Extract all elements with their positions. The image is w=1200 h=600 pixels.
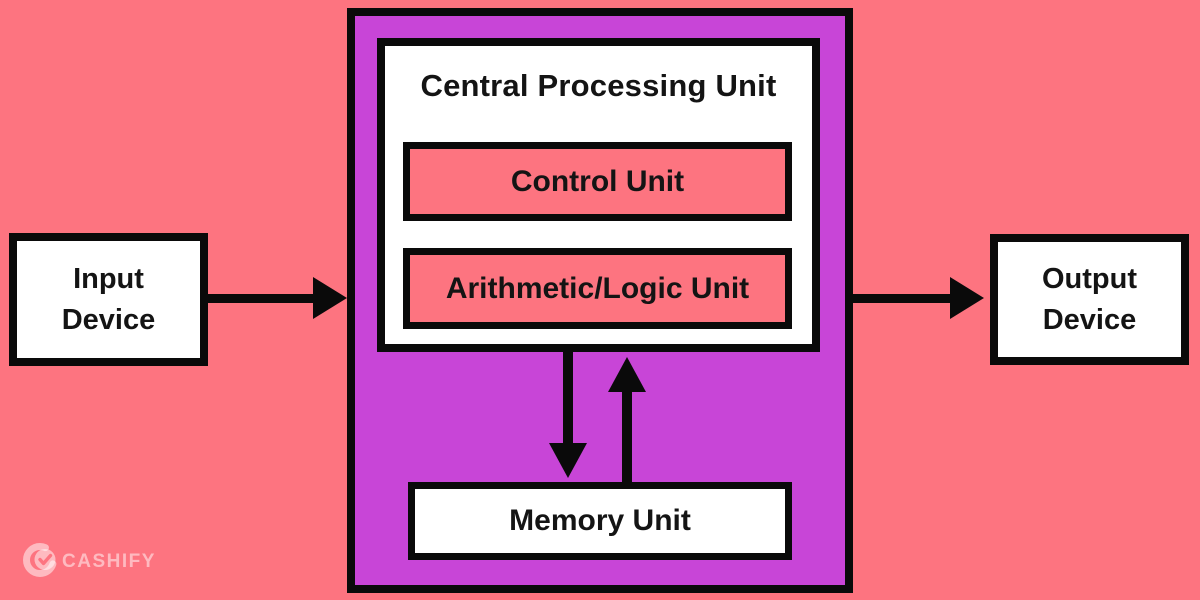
output-device-label: Output Device [1041, 263, 1137, 336]
cashify-logo-text: CASHIFY [62, 551, 156, 572]
arrow-cpu-to-output-head [950, 277, 984, 319]
arithmetic-logic-unit-box: Arithmetic/Logic Unit [403, 248, 792, 329]
input-device-box: Input Device [9, 233, 208, 366]
memory-unit-box: Memory Unit [408, 482, 792, 560]
control-unit-label: Control Unit [510, 164, 685, 198]
cpu-title-label: Central Processing Unit [420, 68, 777, 103]
arrow-memory-to-cpu-shaft [622, 391, 632, 482]
arrow-memory-to-cpu-head [608, 357, 646, 392]
output-device-box: Output Device [990, 234, 1189, 365]
memory-unit-label: Memory Unit [509, 504, 691, 537]
input-device-label: Input Device [61, 263, 156, 336]
arrow-input-to-cpu-head [313, 277, 347, 319]
cashify-logo: CASHIFY [23, 543, 156, 577]
arrow-input-to-cpu-shaft [208, 294, 315, 303]
arrow-cpu-to-memory-head [549, 443, 587, 478]
arrow-cpu-to-memory-shaft [563, 352, 573, 444]
cpu-title: Central Processing Unit [377, 64, 820, 108]
arrow-cpu-to-output-shaft [853, 294, 952, 303]
cashify-check-icon [23, 543, 57, 577]
control-unit-box: Control Unit [403, 142, 792, 221]
arithmetic-logic-unit-label: Arithmetic/Logic Unit [445, 271, 750, 305]
